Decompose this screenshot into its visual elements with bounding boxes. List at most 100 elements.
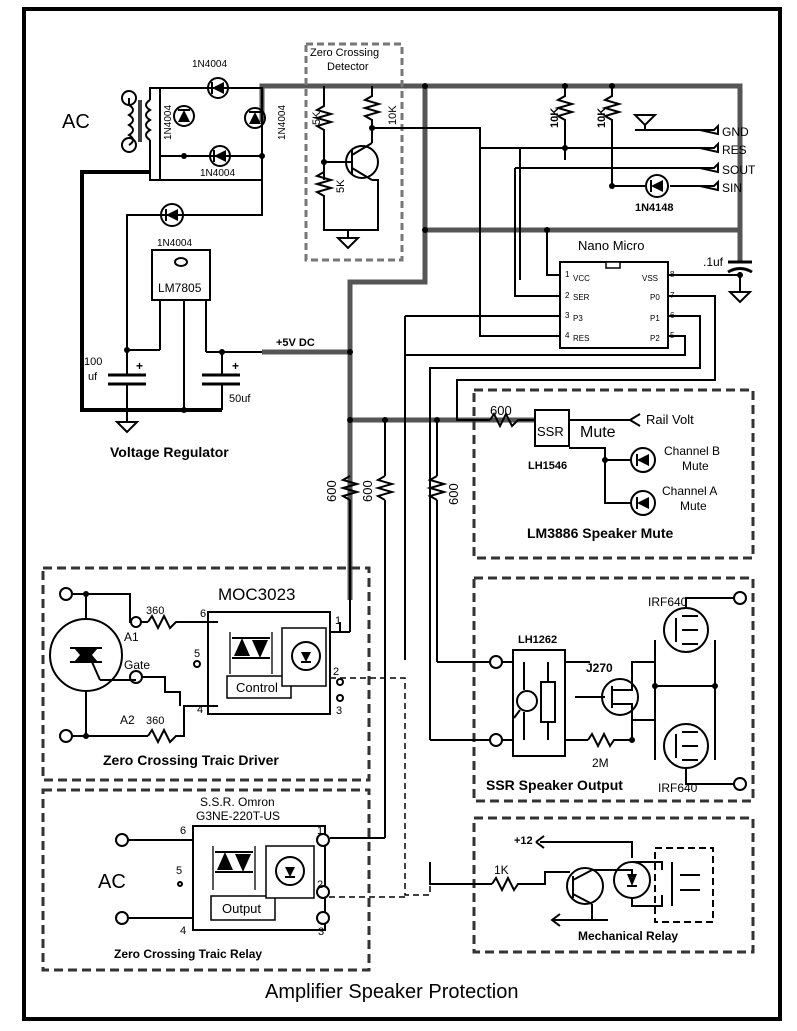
mute-label: Mute <box>580 424 616 441</box>
triac-driver-box <box>41 566 371 782</box>
mechanical-relay-title: Mechanical Relay <box>578 929 678 943</box>
svg-text:P0: P0 <box>650 293 660 302</box>
ssr-output-circuit <box>430 591 747 791</box>
drop-resistors <box>330 417 490 839</box>
regulator-label: LM7805 <box>158 281 202 295</box>
r-600-3-label: 600 <box>446 483 461 505</box>
r-360-a-label: 360 <box>146 605 164 617</box>
control-label: Control <box>236 680 278 695</box>
svg-text:+: + <box>232 359 239 373</box>
plus12-label: +12 <box>514 835 533 847</box>
svg-text:6: 6 <box>200 608 206 620</box>
irf640-bottom-label: IRF640 <box>658 781 698 795</box>
ground-symbol <box>114 410 140 434</box>
zc-detector-title: Zero Crossing <box>310 47 379 59</box>
nano-micro-title: Nano Micro <box>578 238 644 253</box>
r-360-b-label: 360 <box>146 715 164 727</box>
pin-sout: SOUT <box>722 163 756 177</box>
diode-reg-label: 1N4004 <box>157 238 192 249</box>
ssr-omron-label: S.S.R. Omron <box>200 795 275 809</box>
svg-text:1: 1 <box>335 615 341 627</box>
lh1262-label: LH1262 <box>518 634 557 646</box>
svg-text:VCC: VCC <box>573 274 590 283</box>
lh1546-label: LH1546 <box>528 460 567 472</box>
cap-100-unit: uf <box>88 371 98 383</box>
svg-text:8: 8 <box>670 270 675 279</box>
svg-text:SER: SER <box>573 293 590 302</box>
channel-b-label: Channel B <box>664 444 720 458</box>
triac-relay-circuit <box>115 825 330 931</box>
r-1k-label: 1K <box>494 863 509 877</box>
serial-pullups <box>422 83 719 233</box>
cap-50-label: 50uf <box>229 393 251 405</box>
r-600-1-label: 600 <box>324 480 339 502</box>
svg-text:3: 3 <box>565 311 570 320</box>
svg-text:P3: P3 <box>573 314 583 323</box>
svg-text:2: 2 <box>565 291 570 300</box>
rail-volt-label: Rail Volt <box>646 412 694 427</box>
r-10k-c-label: 10K <box>596 108 608 128</box>
mechanical-relay-circuit <box>429 835 714 927</box>
diode-top-label: 1N4004 <box>192 59 227 70</box>
ac-input-transformer <box>121 90 152 153</box>
svg-text:1: 1 <box>317 825 323 837</box>
svg-text:1: 1 <box>565 270 570 279</box>
svg-text:3: 3 <box>318 926 324 938</box>
svg-text:2: 2 <box>333 666 339 678</box>
moc3023-title: MOC3023 <box>218 585 295 604</box>
svg-text:RES: RES <box>573 334 589 343</box>
svg-text:P2: P2 <box>650 334 660 343</box>
cap-01-label: .1uf <box>703 255 724 269</box>
svg-text:6: 6 <box>670 311 675 320</box>
a2-label: A2 <box>120 713 135 727</box>
nano-micro-chip <box>404 128 740 740</box>
triac-relay-box <box>41 788 371 972</box>
triac-relay-title: Zero Crossing Traic Relay <box>114 947 262 961</box>
speaker-mute-title: LM3886 Speaker Mute <box>527 525 673 541</box>
r-5k-a-label: 5K <box>311 111 323 125</box>
outer-frame <box>22 7 782 1021</box>
diagram-title: Amplifier Speaker Protection <box>265 981 518 1003</box>
lm7805-regulator <box>127 249 262 410</box>
a1-label: A1 <box>124 630 139 644</box>
ssr-output-title: SSR Speaker Output <box>486 777 623 793</box>
channel-b-mute: Mute <box>682 459 709 473</box>
svg-text:5: 5 <box>670 331 675 340</box>
r-2m-label: 2M <box>592 756 609 770</box>
r-10k-a-label: 10K <box>387 105 399 125</box>
bridge-rectifier <box>149 77 266 181</box>
svg-text:P1: P1 <box>650 314 660 323</box>
svg-text:6: 6 <box>180 825 186 837</box>
ac-relay-label: AC <box>98 871 126 893</box>
svg-text:VSS: VSS <box>642 274 658 283</box>
zc-detector-box <box>304 42 404 262</box>
triac-driver-circuit <box>49 587 344 745</box>
cap-100-label: 100 <box>84 356 102 368</box>
pin-gnd: GND <box>722 125 749 139</box>
zc-detector-title2: Detector <box>327 61 369 73</box>
ssr-label: SSR <box>537 424 564 439</box>
regulator-diode <box>160 203 184 227</box>
svg-text:3: 3 <box>336 705 342 717</box>
diode-1n4148-label: 1N4148 <box>635 202 674 214</box>
svg-text:4: 4 <box>565 331 570 340</box>
svg-text:7: 7 <box>670 291 675 300</box>
capacitor-01uf <box>727 260 753 304</box>
diode-left-label: 1N4004 <box>163 105 174 140</box>
capacitor-50uf: + <box>202 352 240 410</box>
r-600-mute-label: 600 <box>490 403 512 418</box>
voltage-regulator-title: Voltage Regulator <box>110 444 229 460</box>
diode-bottom-label: 1N4004 <box>200 168 235 179</box>
svg-text:5: 5 <box>194 648 200 660</box>
svg-text:2: 2 <box>317 879 323 891</box>
pin-res: RES <box>722 143 747 157</box>
plus5v-label: +5V DC <box>276 337 315 349</box>
ac-label: AC <box>62 111 90 133</box>
gate-label: Gate <box>124 658 150 672</box>
channel-a-label: Channel A <box>662 484 717 498</box>
pin-sin: SIN <box>722 181 742 195</box>
diode-right-label: 1N4004 <box>277 105 288 140</box>
irf640-top-label: IRF640 <box>648 595 688 609</box>
